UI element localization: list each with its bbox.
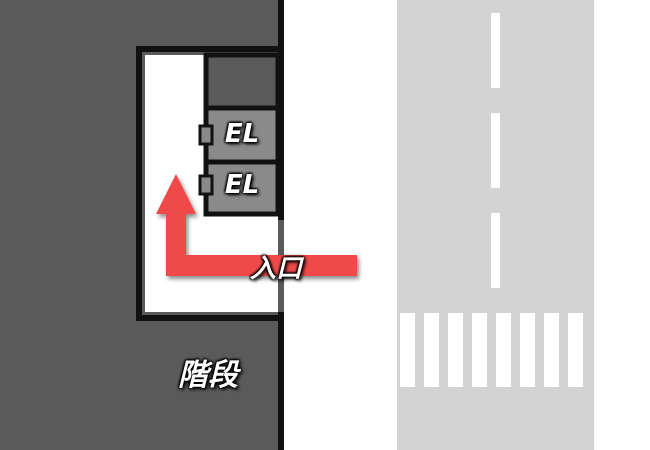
- lane-dash: [491, 213, 500, 288]
- elevator-1-door: [198, 124, 214, 146]
- crosswalk-stripe: [472, 313, 487, 387]
- entrance-label: 入口: [250, 254, 303, 284]
- crosswalk-stripe: [400, 313, 415, 387]
- walkway-outline: [136, 46, 278, 321]
- elevator-2-door: [198, 174, 214, 196]
- stairs-label: 階段: [178, 358, 238, 393]
- crosswalk-stripe: [496, 313, 511, 387]
- elevator-2-label: EL: [224, 170, 260, 200]
- lane-dash: [491, 13, 500, 88]
- crosswalk-stripe: [424, 313, 439, 387]
- crosswalk-stripe: [568, 313, 583, 387]
- crosswalk-stripe: [520, 313, 535, 387]
- crosswalk-stripe: [544, 313, 559, 387]
- crosswalk-stripe: [448, 313, 463, 387]
- elevator-1-label: EL: [224, 119, 260, 149]
- lane-dash: [491, 113, 500, 188]
